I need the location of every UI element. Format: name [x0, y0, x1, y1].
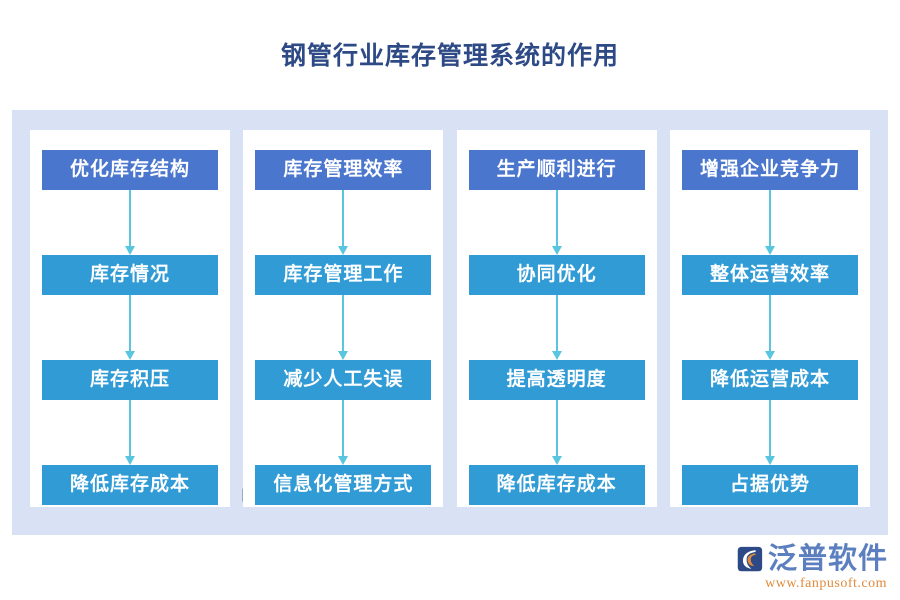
node-c4-3[interactable]: 降低运营成本 [681, 360, 858, 400]
node-c3-4[interactable]: 降低库存成本 [468, 465, 645, 505]
brand-row: 泛普软件 [734, 544, 888, 574]
node-c2-1[interactable]: 库存管理效率 [255, 150, 432, 190]
node-c4-4[interactable]: 占据优势 [681, 465, 858, 505]
node-c1-3[interactable]: 库存积压 [42, 360, 218, 400]
arrow-c1-2 [124, 295, 136, 360]
node-c2-4[interactable]: 信息化管理方式 [255, 465, 432, 505]
arrow-c3-2 [551, 295, 563, 360]
node-c3-2[interactable]: 协同优化 [468, 255, 645, 295]
arrow-c4-3 [764, 400, 776, 465]
node-c4-2[interactable]: 整体运营效率 [681, 255, 858, 295]
arrow-c4-2 [764, 295, 776, 360]
arrow-c1-3 [124, 400, 136, 465]
brand-url: www.fanpusoft.com [765, 576, 887, 591]
node-c3-1[interactable]: 生产顺利进行 [468, 150, 645, 190]
node-c1-4[interactable]: 降低库存成本 [42, 465, 218, 505]
diagram-column-2: 库存管理效率 库存管理工作 减少人工失误 信息化管理方式 [243, 130, 444, 507]
fanpu-logo-icon [737, 546, 763, 572]
node-c3-3[interactable]: 提高透明度 [468, 360, 645, 400]
brand-name: 泛普软件 [767, 542, 888, 575]
arrow-c4-1 [764, 190, 776, 255]
arrow-c2-3 [337, 400, 349, 465]
brand-logo: 泛普软件 www.fanpusoft.com [734, 544, 888, 592]
node-c4-1[interactable]: 增强企业竞争力 [681, 150, 858, 190]
node-c2-2[interactable]: 库存管理工作 [255, 255, 432, 295]
diagram-column-4: 增强企业竞争力 整体运营效率 降低运营成本 占据优势 [669, 130, 870, 507]
node-c1-2[interactable]: 库存情况 [42, 255, 218, 295]
arrow-c2-1 [337, 190, 349, 255]
diagram-column-3: 生产顺利进行 协同优化 提高透明度 降低库存成本 [456, 130, 657, 507]
diagram-container: 泛普软件 优化库存结构 库存情况 库存积压 降低库存成本 库存管理效率 库存管理… [12, 110, 888, 535]
arrow-c1-1 [124, 190, 136, 255]
page-title: 钢管行业库存管理系统的作用 [280, 43, 619, 70]
node-c1-1[interactable]: 优化库存结构 [42, 150, 218, 190]
diagram-column-1: 优化库存结构 库存情况 库存积压 降低库存成本 [30, 130, 230, 507]
node-c2-3[interactable]: 减少人工失误 [255, 360, 432, 400]
arrow-c3-1 [551, 190, 563, 255]
arrow-c3-3 [551, 400, 563, 465]
arrow-c2-2 [337, 295, 349, 360]
